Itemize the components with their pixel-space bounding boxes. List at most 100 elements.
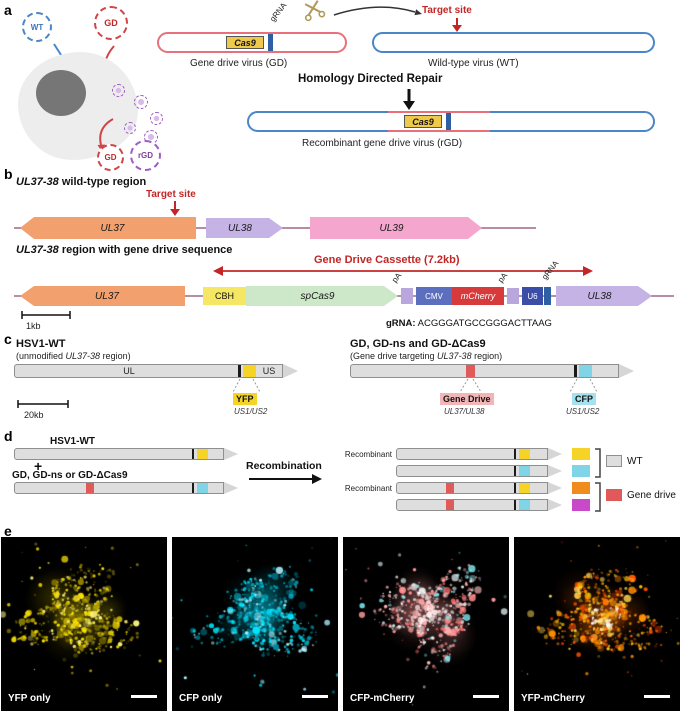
genome-bar-tip [548, 482, 562, 494]
gd-subtitle-pre: (Gene drive targeting [350, 351, 438, 361]
gd-genome-caption: Gene drive virus (GD) [190, 58, 288, 69]
hsv1-wt-subtitle: (unmodified UL37-38 region) [16, 351, 131, 361]
legend-gene-drive-label: Gene drive [627, 490, 676, 501]
product-genome-bar-gd-cfp [396, 499, 562, 511]
gene-drive-segment [86, 483, 94, 493]
scissors-icon [304, 0, 326, 22]
cassette-cmv-promoter: CMV [416, 287, 452, 305]
genome-bar-tip [224, 482, 238, 494]
hsv1-wt-genome-bar: UL US [14, 364, 298, 378]
junction-tick [514, 449, 516, 459]
micrograph-label: CFP-mCherry [350, 693, 415, 704]
gd-virion-icon: GD [94, 6, 128, 40]
gene-ul39: UL39 [310, 217, 482, 239]
wt-virion-label: WT [30, 22, 44, 32]
gd-region-title: UL37-38 region with gene drive sequence [16, 244, 232, 256]
grna-sequence: gRNA: ACGGGATGCCGGGACTTAAG [386, 318, 552, 329]
grna-label-gd: gRNA [268, 1, 289, 24]
fluorescence-box-yfp-mcherry [572, 482, 590, 494]
gd-subtitle-gene: UL37-38 [437, 351, 472, 361]
micrograph-scalebar [473, 695, 499, 698]
gd-subtitle-post: region) [471, 351, 503, 361]
product-genome-bar-gd-yfp [396, 482, 562, 494]
micrograph-cfp-only: CFP only [172, 537, 338, 711]
micrograph-yfp-mcherry: YFP-mCherry [514, 537, 680, 711]
gd-viruses-name: GD, GD-ns and GD-ΔCas9 [350, 338, 486, 350]
gene-ul38: UL38 [206, 218, 283, 238]
junction-tick [192, 483, 194, 493]
scalebar-20kb-label: 20kb [24, 410, 44, 420]
panel-b-label: b [4, 166, 13, 182]
fluorescence-box-yfp [572, 448, 590, 460]
cfp-segment [579, 365, 592, 377]
plaque-image [1, 537, 167, 711]
cassette-ul38: UL38 [556, 286, 652, 306]
gene-ul37: UL37 [20, 217, 196, 239]
panel-e-label: e [4, 523, 12, 539]
product-genome-bar-wt-yfp [396, 448, 562, 460]
rgd-virion-small-icon [134, 95, 148, 109]
genome-bar-body [14, 364, 283, 378]
target-site-label-a: Target site [422, 5, 472, 16]
genome-bar-tip [283, 364, 298, 378]
micrograph-label: YFP only [8, 693, 51, 704]
micrograph-scalebar [644, 695, 670, 698]
target-site-arrow-a-icon [452, 18, 462, 32]
genome-bar-body [396, 482, 548, 494]
cassette-span-arrow-icon [213, 266, 593, 276]
junction-tick [514, 483, 516, 493]
cassette-u6-promoter: U6 [522, 287, 543, 305]
wt-group-bracket [595, 448, 601, 478]
wt-genome-caption: Wild-type virus (WT) [428, 58, 519, 69]
panel-d-label: d [4, 428, 13, 444]
cfp-leader-lines [569, 378, 598, 393]
wt-region-title: UL37-38 wild-type region [16, 176, 146, 188]
cassette-cbh-promoter: CBH [203, 287, 246, 305]
gd-genome-bar [350, 364, 634, 378]
recombination-label: Recombination [246, 460, 322, 472]
hdr-arrow-icon [403, 89, 415, 110]
gene-drive-segment [446, 483, 454, 493]
product-row-label: Recombinant [344, 484, 392, 493]
gene-drive-locus-label: UL37/UL38 [444, 407, 485, 416]
gene-drive-leader-lines [459, 378, 482, 393]
yfp-segment [197, 449, 208, 459]
cassette-grna-tick [544, 287, 551, 305]
plaque-image [343, 537, 509, 711]
rgd-virion-small-icon [112, 84, 125, 97]
cfp-label: CFP [572, 393, 596, 405]
micrograph-label: CFP only [179, 693, 223, 704]
junction-tick [192, 449, 194, 459]
genome-bar-body [396, 499, 548, 511]
micrograph-label: YFP-mCherry [521, 693, 585, 704]
cas9-box-rgd: Cas9 [404, 115, 442, 128]
plaque-image [514, 537, 680, 711]
wt-region-title-gene: UL37-38 [16, 176, 59, 188]
recombination-arrow-icon [249, 474, 322, 484]
cassette-pa2-box [507, 288, 519, 304]
junction-tick [514, 466, 516, 476]
hdr-label: Homology Directed Repair [298, 73, 443, 85]
product-genome-bar-wt-cfp [396, 465, 562, 477]
cut-to-target-arrow-icon [333, 6, 422, 16]
gene-drive-segment [446, 500, 454, 510]
grna-tick-gd [268, 34, 273, 51]
yfp-leader-lines [232, 378, 261, 393]
d-gd-genome-bar [14, 482, 238, 494]
gd-virion-released-label: GD [104, 153, 117, 162]
yfp-segment [519, 483, 530, 493]
scalebar-1kb-icon [21, 311, 71, 319]
micrograph-scalebar [131, 695, 157, 698]
target-site-arrow-b-icon [170, 201, 180, 216]
d-gd-name: GD, GD-ns or GD-ΔCas9 [12, 470, 128, 481]
cassette-mcherry: mCherry [452, 287, 504, 305]
genome-bar-body [396, 465, 548, 477]
panel-a-label: a [4, 2, 12, 18]
rgd-virion-released-label: rGD [137, 151, 154, 160]
cas9-box-gd: Cas9 [226, 36, 264, 49]
legend-wt-label: WT [627, 456, 643, 467]
genome-bar-tip [548, 465, 562, 477]
genome-bar-tip [619, 364, 634, 378]
yfp-label: YFP [233, 393, 257, 405]
hsv1-wt-subtitle-gene: UL37-38 [65, 351, 101, 361]
